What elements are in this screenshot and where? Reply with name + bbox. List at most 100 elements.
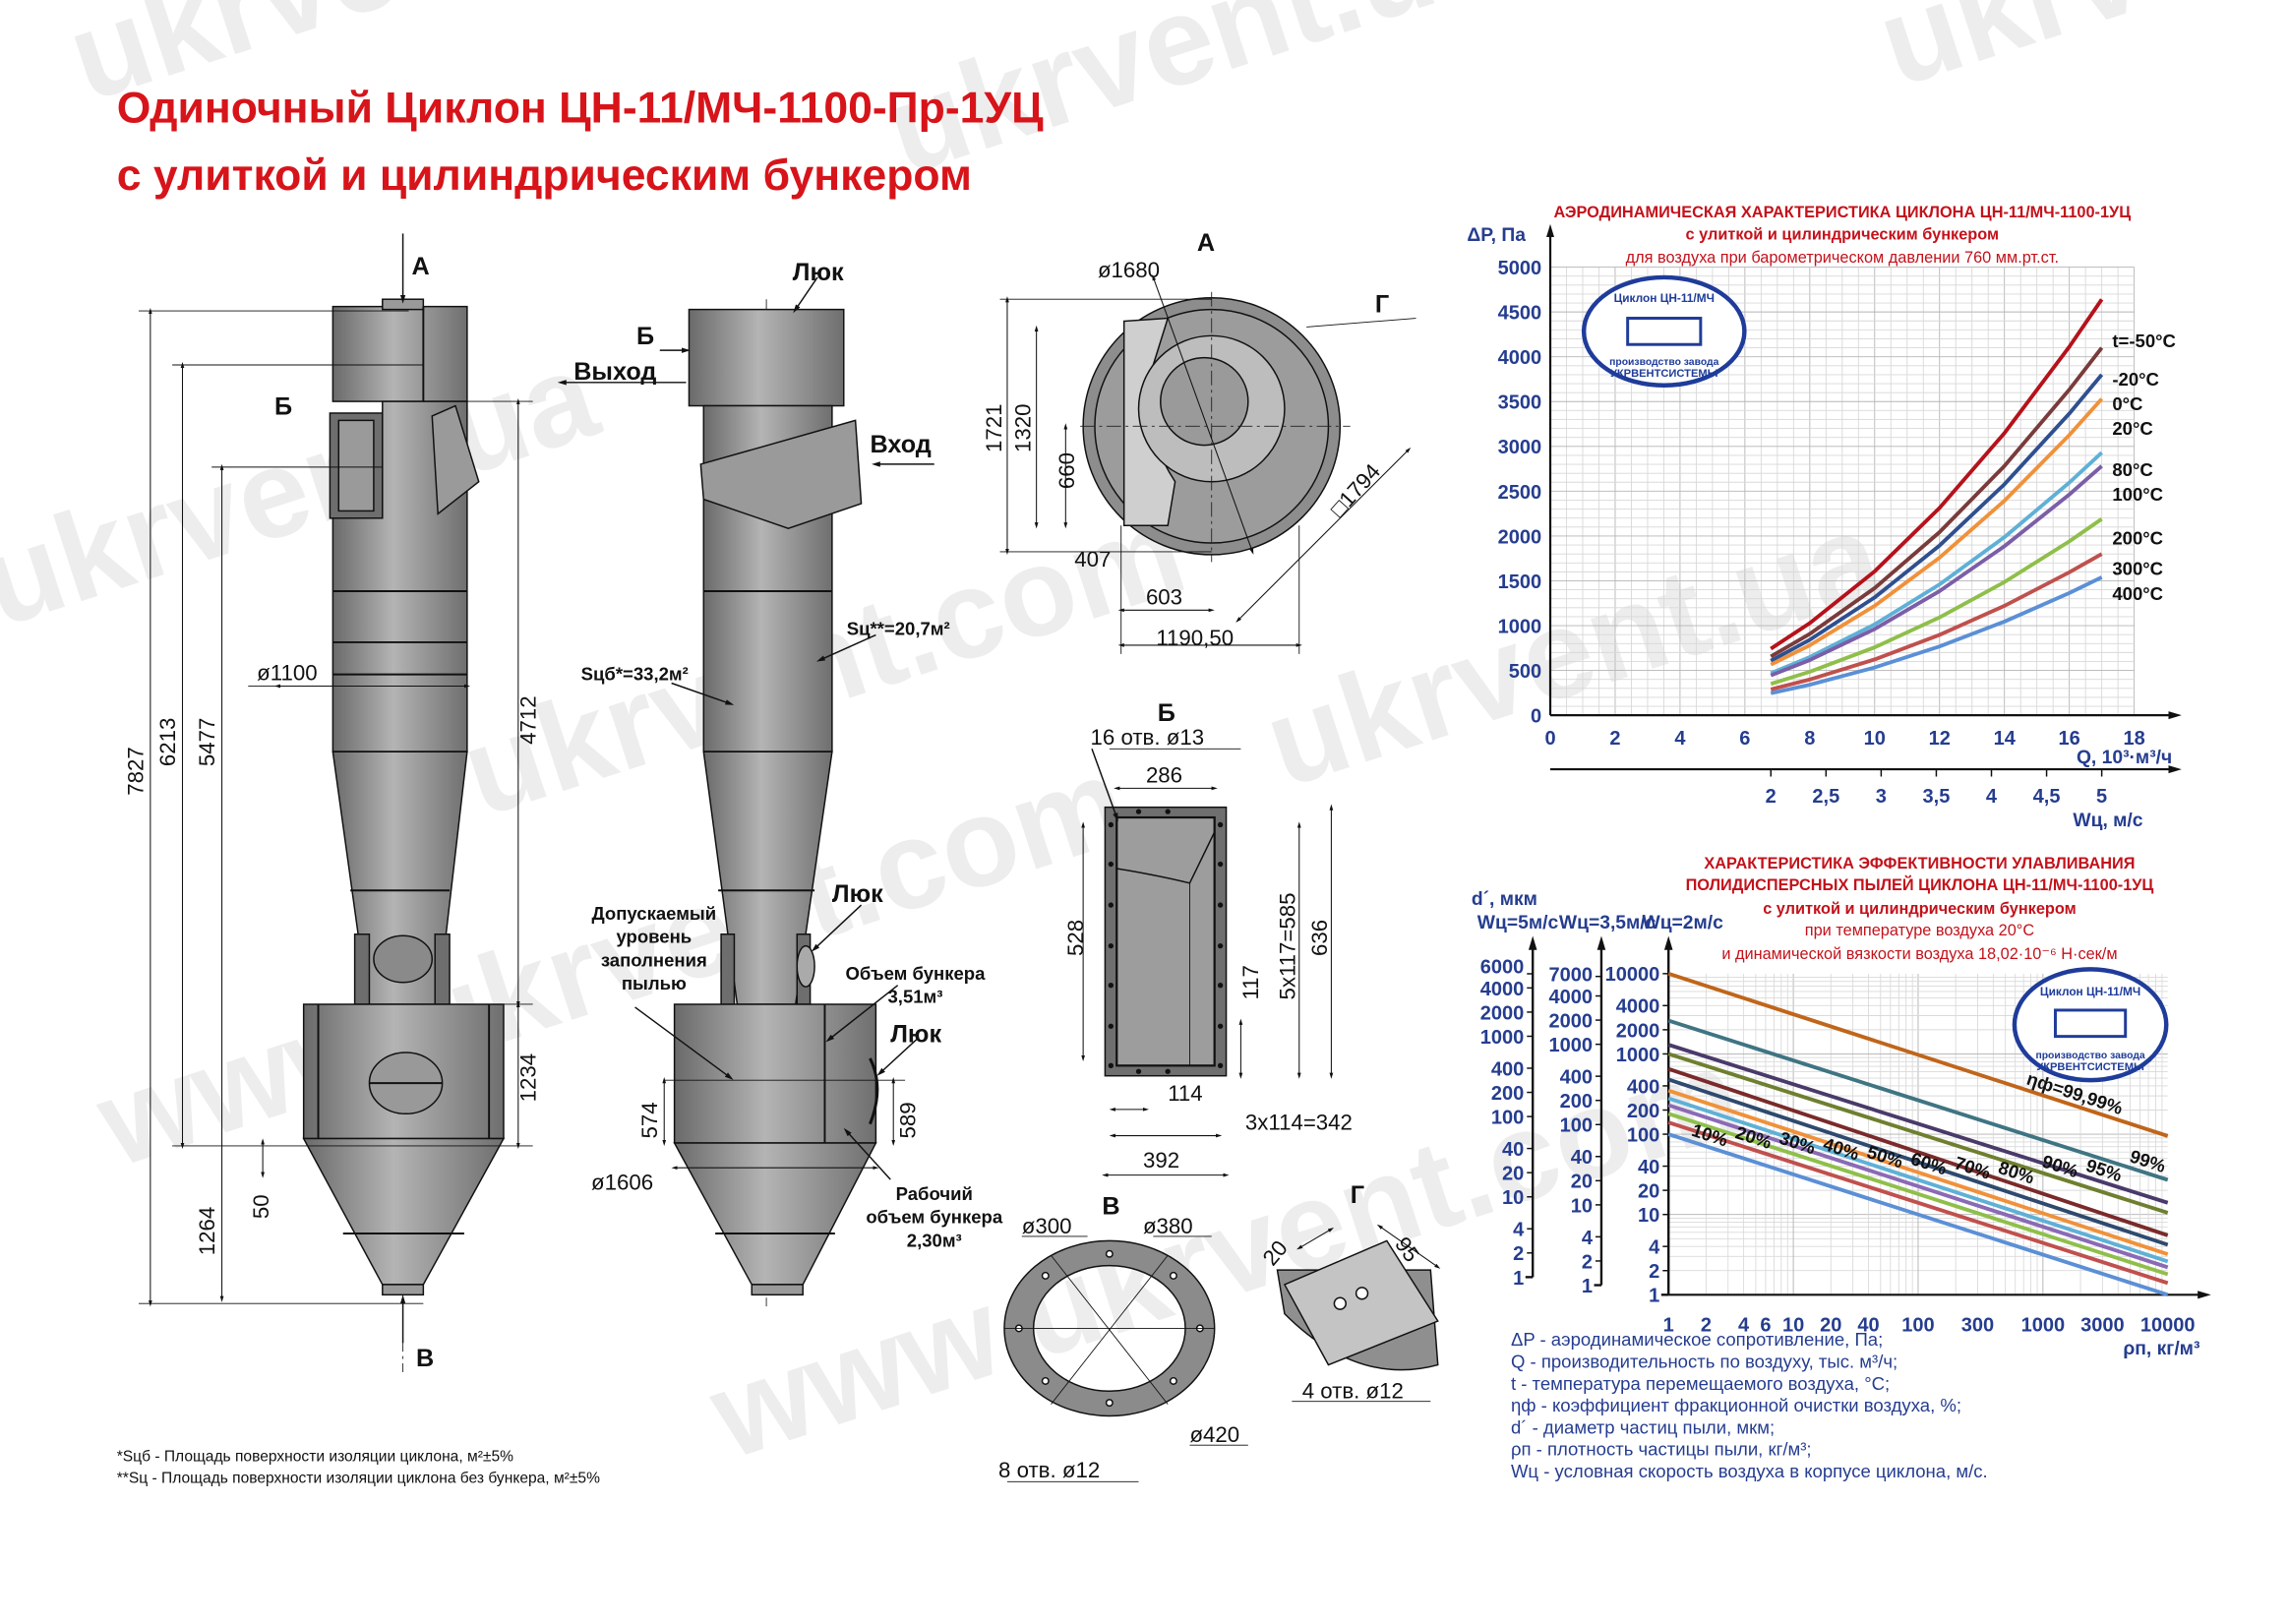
dim-v-outer: ø420 xyxy=(1189,1422,1239,1447)
series-line xyxy=(1667,971,2169,1138)
hatch-label-bunker: Люк xyxy=(890,1021,941,1049)
series-line xyxy=(1770,346,2104,659)
dim-diameter: ø1100 xyxy=(257,661,317,686)
fill-level-line4: пылью xyxy=(622,973,687,993)
y-tick-label: 1500 xyxy=(1498,571,1542,593)
y-tick-label: 4000 xyxy=(1498,347,1542,369)
inlet-label-b: Б xyxy=(274,392,292,420)
bolt-hole xyxy=(1165,809,1171,814)
bolt-hole xyxy=(1108,1023,1114,1029)
dim-fill-level: 574 xyxy=(637,1102,662,1138)
work-volume-line1: Рабочий xyxy=(896,1183,973,1204)
x-tick-label: 3000 xyxy=(2080,1314,2125,1336)
dim-a-square: □1794 xyxy=(1325,459,1385,521)
bolt-hole xyxy=(1108,821,1114,828)
series-label: 100°C xyxy=(2112,484,2163,505)
y-tick-label: 4000 xyxy=(1480,979,1525,1000)
y-tick-label: 2000 xyxy=(1549,1011,1594,1033)
series-line xyxy=(1667,1112,2169,1277)
dim-a-w1: 407 xyxy=(1074,547,1111,571)
footnote-1: *Sцб - Площадь поверхности изоляции цикл… xyxy=(117,1448,513,1465)
chart1-marks: 0500100015002000250030003500400045005000… xyxy=(1498,223,2182,808)
view-b: Б 16 отв. ø13 286 528 117 5x117=585 636 … xyxy=(1063,699,1353,1177)
series-label: t=-50°C xyxy=(2112,331,2176,351)
y-tick-label: 100 xyxy=(1627,1124,1659,1146)
detail-g-callout: Г xyxy=(1375,291,1389,319)
dim-inlet-height: 6213 xyxy=(155,718,180,767)
dim-b-inner-h: 528 xyxy=(1063,920,1088,956)
x2-tick-label: 3 xyxy=(1876,786,1887,808)
x-tick-label: 100 xyxy=(1901,1314,1934,1336)
y-axis-header: Wц=2м/с xyxy=(1643,913,1724,933)
view-v-title: В xyxy=(1102,1193,1119,1221)
fill-level-line2: уровень xyxy=(616,927,692,947)
dim-b-outer-h: 636 xyxy=(1307,920,1332,956)
series-line xyxy=(1667,1018,2169,1182)
y-tick-label: 4 xyxy=(1513,1220,1525,1241)
dim-body-height: 4712 xyxy=(516,695,541,745)
dim-b-outer-w: 392 xyxy=(1143,1148,1179,1173)
bolt-hole xyxy=(1165,1068,1171,1074)
hatch-icon xyxy=(373,934,434,984)
series-line xyxy=(1667,1120,2169,1286)
dim-a-h3: 660 xyxy=(1054,452,1079,489)
legend-item: ρп - плотность частицы пыли, кг/м³; xyxy=(1511,1439,1812,1460)
area-total-label: Sцб*=33,2м² xyxy=(581,664,689,685)
y-tick-label: 40 xyxy=(1571,1147,1593,1169)
arrow-label-v: В xyxy=(416,1345,434,1372)
area-body-label: Sц**=20,7м² xyxy=(847,619,950,639)
bolt-hole xyxy=(1108,1062,1114,1068)
x-tick-label: 2 xyxy=(1609,728,1620,750)
logo-text: Циклон ЦН-11/МЧ xyxy=(2040,985,2140,998)
x-tick-label: 12 xyxy=(1929,728,1951,750)
bolt-hole xyxy=(1108,861,1114,868)
y-tick-label: 7000 xyxy=(1549,965,1594,987)
x-tick-label: 6 xyxy=(1760,1314,1771,1336)
y-tick-label: 5000 xyxy=(1498,258,1542,279)
legend-item: ηф - коэффициент фракционной очистки воз… xyxy=(1511,1395,1961,1415)
bolt-hole xyxy=(1041,1376,1050,1385)
series-label: 0°C xyxy=(2112,393,2142,414)
y-tick-label: 400 xyxy=(1560,1067,1593,1089)
work-volume-line3: 2,30м³ xyxy=(907,1230,962,1250)
series-label: 90% xyxy=(2040,1151,2081,1181)
dim-b-pitch-w-total: 3x114=342 xyxy=(1245,1111,1353,1135)
y-axis-header: Wц=5м/с xyxy=(1477,913,1559,933)
dim-a-h1: 1721 xyxy=(982,404,1006,453)
x-tick-label: 4 xyxy=(1674,728,1686,750)
dim-b-pitch-total: 5x117=585 xyxy=(1275,892,1299,999)
y-tick-label: 1 xyxy=(1513,1268,1524,1290)
series-line xyxy=(1667,1132,2169,1297)
logo-text: УКРВЕНТСИСТЕМЫ xyxy=(1610,368,1718,380)
y-tick-label: 20 xyxy=(1502,1164,1524,1185)
hatch-label-cone: Люк xyxy=(832,880,883,908)
series-line xyxy=(1667,1052,2169,1215)
page-title: Одиночный Циклон ЦН-11/МЧ-1100-Пр-1УЦ xyxy=(117,85,1044,133)
y-tick-label: 1000 xyxy=(1480,1027,1525,1049)
y-tick-label: 3500 xyxy=(1498,392,1542,414)
page-subtitle: с улиткой и цилиндрическим бункером xyxy=(117,151,972,200)
series-label: 30% xyxy=(1777,1127,1818,1158)
series-line xyxy=(1667,1096,2169,1264)
y-tick-label: 10 xyxy=(1502,1187,1524,1209)
y-tick-label: 1000 xyxy=(1549,1035,1594,1056)
dim-a-w2: 603 xyxy=(1146,584,1182,609)
chart1-title: АЭРОДИНАМИЧЕСКАЯ ХАРАКТЕРИСТИКА ЦИКЛОНА … xyxy=(1553,204,2131,221)
legend-item: Q - производительность по воздуху, тыс. … xyxy=(1511,1352,1897,1372)
series-label: 200°C xyxy=(2112,528,2163,549)
series-label: 60% xyxy=(1908,1148,1950,1178)
dim-v-inner: ø300 xyxy=(1022,1214,1072,1238)
watermark-text: ukrvent.com xyxy=(1863,0,2289,114)
y-tick-label: 4500 xyxy=(1498,303,1542,325)
y-tick-label: 2000 xyxy=(1616,1020,1660,1042)
dim-a-h2: 1320 xyxy=(1011,404,1036,453)
x-tick-label: 16 xyxy=(2059,728,2080,750)
x-tick-label: 10 xyxy=(1782,1314,1804,1336)
bolt-hole xyxy=(1108,942,1114,949)
series-line xyxy=(1667,1066,2169,1237)
x-tick-label: 1 xyxy=(1663,1314,1674,1336)
dim-outlet-height: 5477 xyxy=(195,718,219,767)
bolt-hole xyxy=(1217,1062,1224,1068)
chart2-title-4: при температуре воздуха 20°C xyxy=(1805,922,2035,939)
